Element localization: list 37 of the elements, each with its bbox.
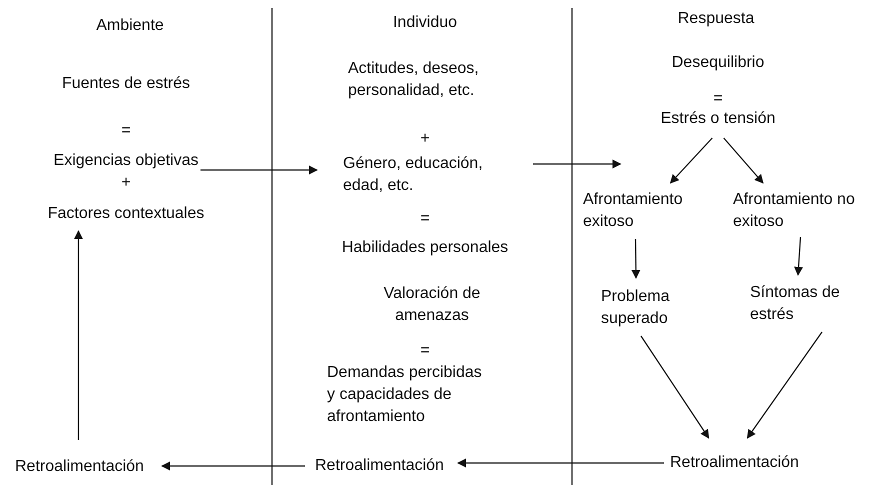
node-text: Síntomas de estrés bbox=[750, 282, 870, 326]
arrow bbox=[161, 462, 305, 470]
text-label: Actitudes, deseos, personalidad, etc. bbox=[348, 59, 480, 101]
arrow bbox=[200, 166, 318, 174]
arrow bbox=[746, 332, 822, 439]
operator-symbol: = bbox=[713, 89, 723, 109]
text-label: Habilidades personales bbox=[342, 238, 508, 258]
text-label: Demandas percibidas y capacidades de afrontamiento bbox=[327, 363, 483, 427]
text-label: Desequilibrio bbox=[672, 53, 764, 73]
node-text: Retroalimentación bbox=[670, 452, 799, 474]
operator-symbol: = bbox=[420, 209, 430, 229]
operator-symbol: + bbox=[420, 129, 430, 149]
operator-symbol: = bbox=[121, 121, 131, 141]
node-text: Factores contextuales bbox=[48, 203, 204, 225]
node-text: Retroalimentación bbox=[315, 455, 444, 477]
node-text: Exigencias objetivas bbox=[54, 150, 198, 172]
arrow bbox=[533, 160, 622, 168]
node-text: Género, educación, edad, etc. bbox=[343, 153, 503, 197]
text-label: Valoración de amenazas bbox=[382, 284, 482, 326]
node-text: Problema superado bbox=[601, 286, 701, 330]
arrow bbox=[723, 138, 764, 184]
node-text: Afrontamiento no exitoso bbox=[733, 189, 880, 233]
arrow bbox=[670, 138, 713, 184]
arrow bbox=[640, 336, 710, 439]
operator-symbol: = bbox=[420, 341, 430, 361]
arrow bbox=[457, 458, 664, 468]
column-heading: Respuesta bbox=[678, 9, 754, 29]
operator-symbol: + bbox=[121, 173, 131, 193]
arrow bbox=[74, 230, 83, 440]
column-heading: Individuo bbox=[392, 13, 458, 33]
arrow bbox=[631, 239, 640, 279]
column-heading: Ambiente bbox=[96, 16, 164, 36]
node-text: Estrés o tensión bbox=[660, 108, 776, 130]
node-text: Retroalimentación bbox=[15, 456, 144, 478]
arrow bbox=[794, 236, 804, 276]
text-label: Fuentes de estrés bbox=[62, 74, 190, 94]
node-text: Afrontamiento exitoso bbox=[583, 189, 708, 233]
